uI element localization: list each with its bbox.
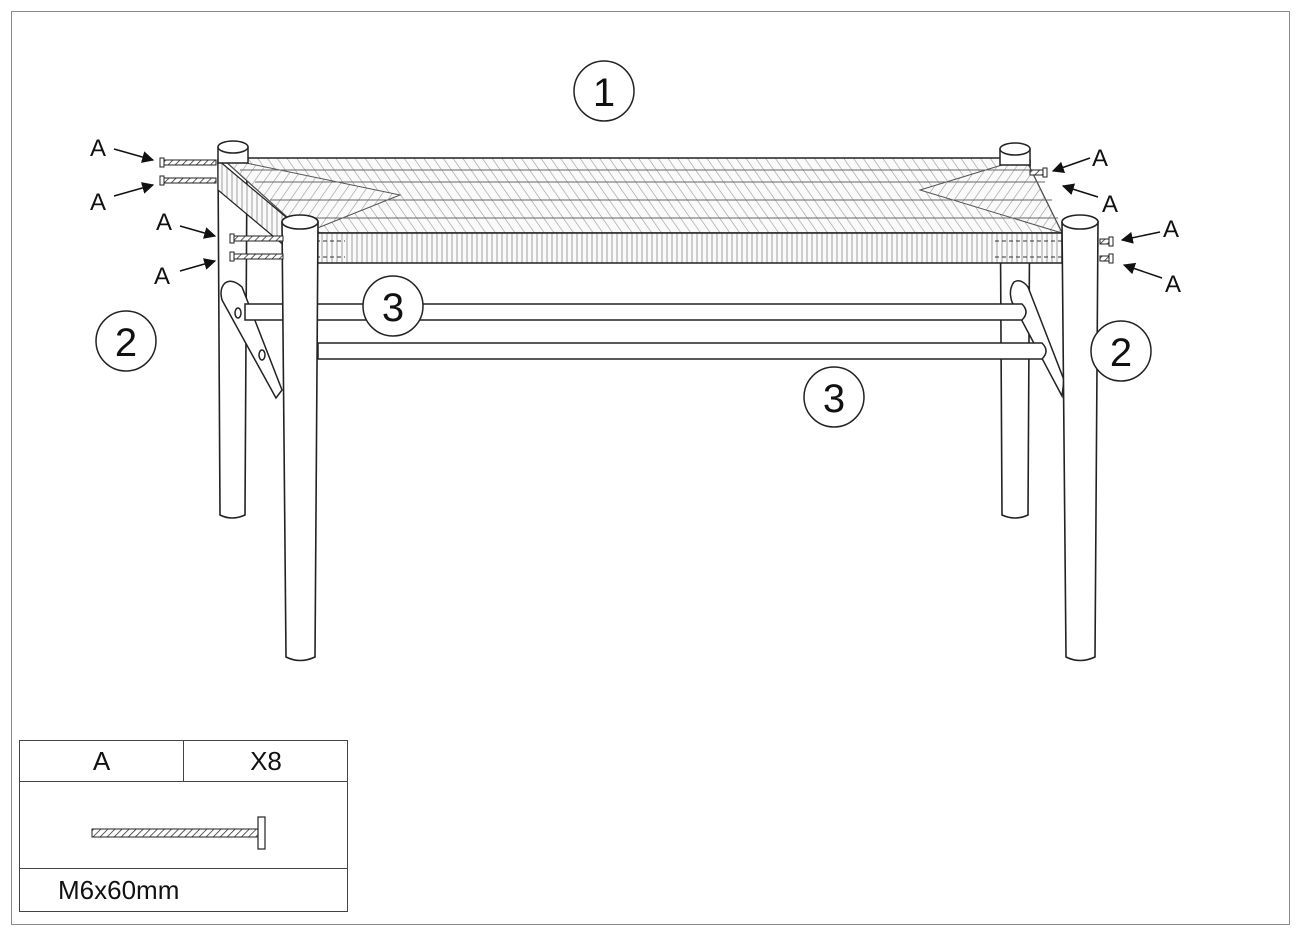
back-left-leg xyxy=(217,159,248,519)
callout-number: 3 xyxy=(382,286,404,330)
callout-number: 3 xyxy=(823,377,845,421)
callout-seat: 1 xyxy=(573,60,635,122)
callout-side-left: 2 xyxy=(95,310,157,372)
fastener-label: A xyxy=(1165,271,1181,298)
upper-stretcher xyxy=(244,303,1027,321)
fastener-label: A xyxy=(156,209,172,236)
page-frame xyxy=(11,11,1290,925)
bolt-icon xyxy=(91,816,266,850)
hardware-picture xyxy=(20,782,347,869)
bolt-group-left xyxy=(159,157,284,262)
lower-stretcher xyxy=(317,342,1047,360)
fastener-label: A xyxy=(1092,145,1108,172)
hardware-quantity: X8 xyxy=(250,746,282,776)
bolt-group-right xyxy=(1029,167,1114,264)
callout-stretcher-upper: 3 xyxy=(362,275,424,337)
fastener-label: A xyxy=(90,135,106,162)
front-left-leg xyxy=(281,214,319,662)
back-left-leg-top xyxy=(217,140,249,164)
callout-number: 2 xyxy=(1110,331,1132,375)
fastener-label: A xyxy=(1102,191,1118,218)
hardware-spec: M6x60mm xyxy=(58,875,180,905)
hardware-code: A xyxy=(20,741,184,781)
left-side-bracket xyxy=(220,280,283,400)
fastener-label: A xyxy=(90,189,106,216)
front-right-leg xyxy=(1061,214,1099,662)
fastener-arrows xyxy=(113,148,1163,279)
seat-top xyxy=(217,157,1100,265)
back-right-leg-top xyxy=(999,142,1031,166)
callout-side-right: 2 xyxy=(1090,320,1152,382)
callout-number: 2 xyxy=(115,321,137,365)
fastener-label: A xyxy=(1163,216,1179,243)
callout-stretcher-lower: 3 xyxy=(803,366,865,428)
fastener-label: A xyxy=(154,263,170,290)
hardware-table-header: A X8 xyxy=(20,741,347,782)
hardware-table: A X8 M6x60mm xyxy=(19,740,348,912)
callout-number: 1 xyxy=(593,71,615,115)
